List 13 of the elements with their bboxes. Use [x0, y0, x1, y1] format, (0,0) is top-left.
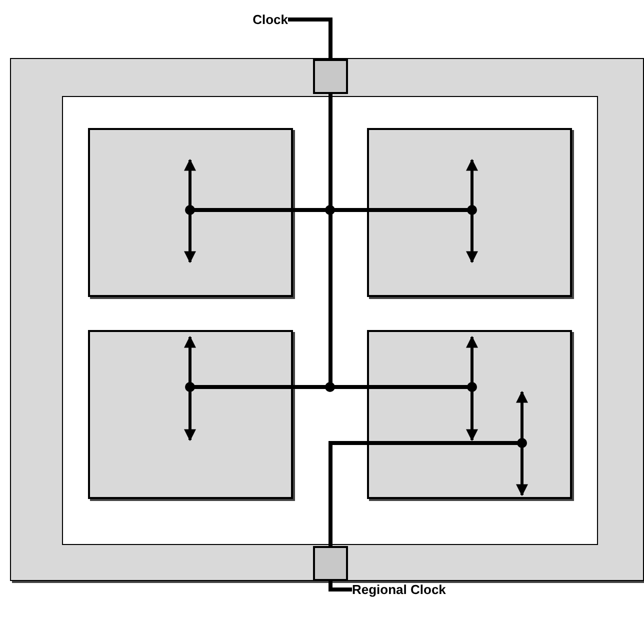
- clock-region-area: [62, 96, 598, 545]
- signal-label: Regional Clock: [352, 582, 446, 597]
- device-frame: [10, 58, 644, 581]
- region-block: [88, 128, 293, 297]
- region-block: [88, 330, 293, 499]
- clock-line: [328, 441, 367, 546]
- clock-line: [328, 581, 352, 592]
- clock-buffer: [313, 546, 348, 581]
- clock-line: [288, 18, 332, 59]
- clock-buffer: [313, 59, 348, 94]
- region-block: [367, 330, 572, 499]
- signal-label: Clock: [252, 12, 288, 27]
- region-block: [367, 128, 572, 297]
